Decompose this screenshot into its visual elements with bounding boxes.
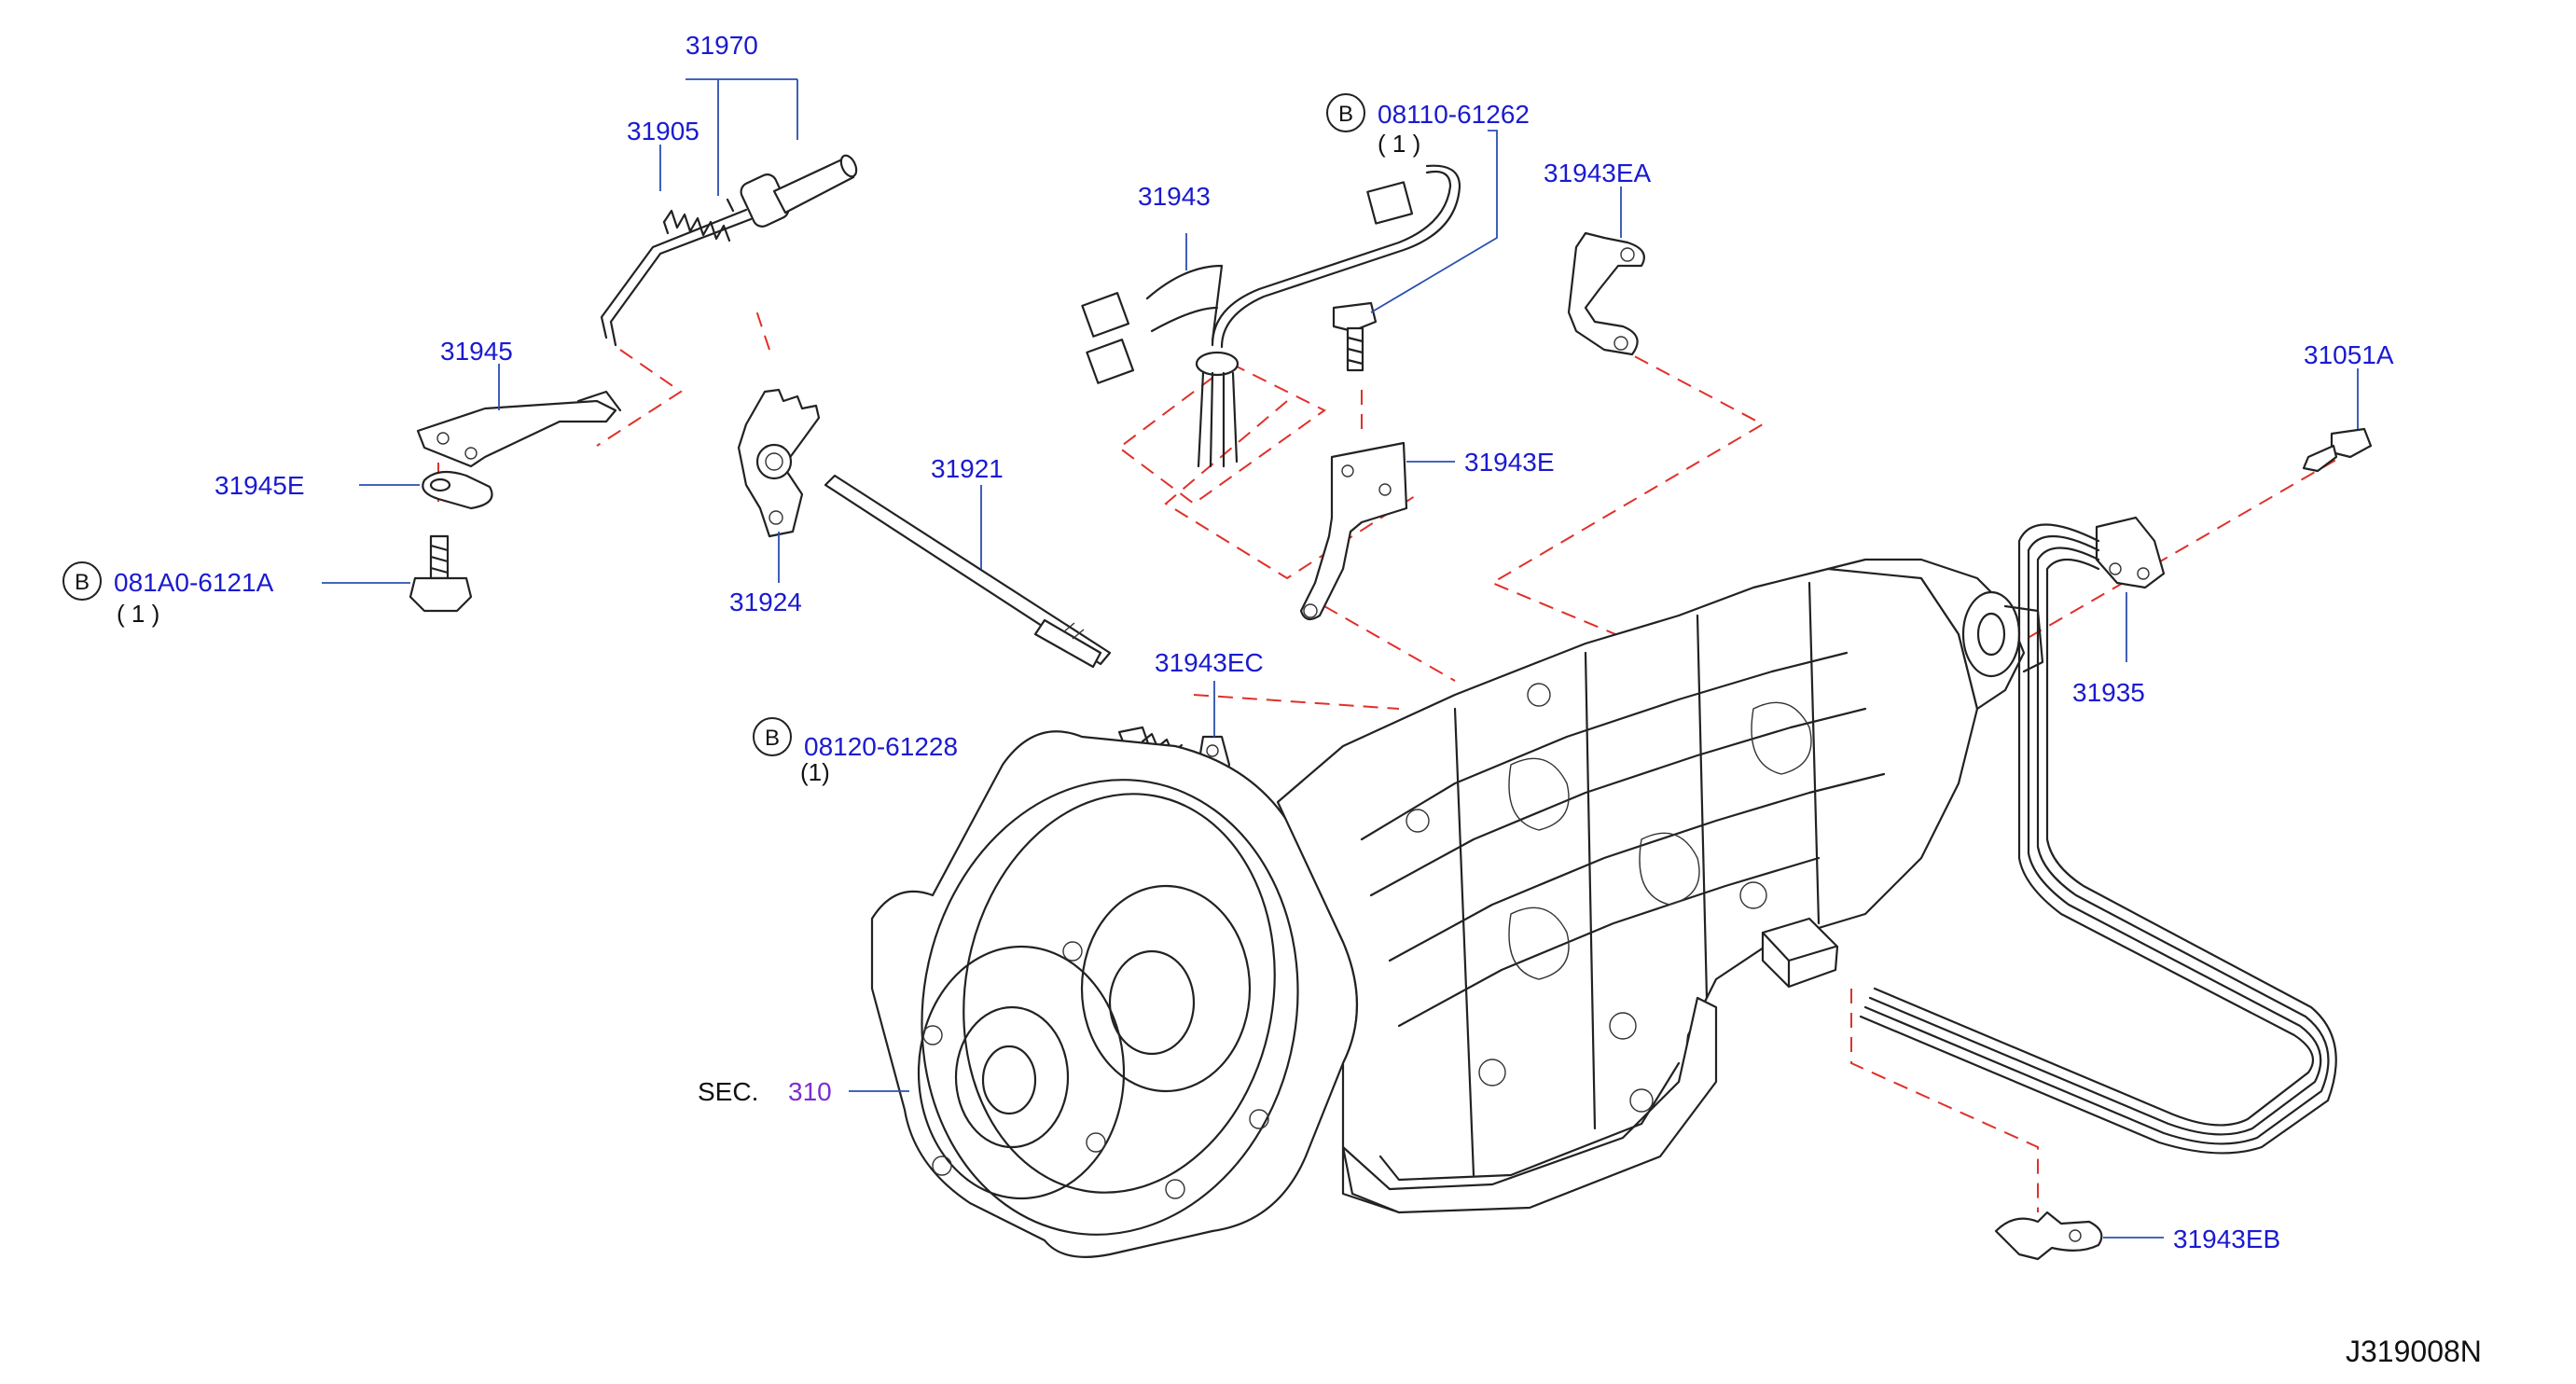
label-08110-qty: ( 1 ): [1378, 130, 1420, 158]
bolt-marker-08120: [753, 717, 792, 756]
label-31943EA: 31943EA: [1544, 159, 1652, 187]
part-31924-detent-plate: [737, 388, 821, 538]
part-31921-shaft: [824, 474, 1112, 669]
label-081A0-qty: ( 1 ): [117, 600, 159, 628]
label-08120-qty: (1): [800, 758, 830, 786]
label-08120: 08120-61228: [804, 732, 958, 761]
part-081A0-bolt: [409, 534, 473, 613]
part-08110-bolt: [1332, 301, 1378, 372]
bolt-marker-08110: [1326, 93, 1365, 132]
label-31924: 31924: [729, 588, 802, 616]
leader-08110: [1370, 130, 1498, 313]
part-31943-harness: [1081, 164, 1461, 468]
part-31945-bracket: [416, 390, 622, 468]
bolt-marker-08120-text: B: [765, 726, 780, 751]
part-31943E-bracket: [1299, 441, 1408, 621]
label-31943: 31943: [1138, 182, 1211, 211]
label-31905: 31905: [627, 117, 699, 145]
part-31943EB-clip: [1994, 1211, 2103, 1261]
label-31945E: 31945E: [215, 471, 305, 500]
label-sec-prefix: SEC.: [698, 1077, 758, 1106]
part-31935-sensor: [1761, 516, 2337, 1155]
part-31905-spring: [662, 198, 735, 242]
label-31921: 31921: [931, 454, 1004, 483]
label-081A0: 081A0-6121A: [114, 568, 274, 597]
transmission-assembly: [870, 558, 2044, 1258]
label-31943E: 31943E: [1464, 448, 1555, 477]
label-31945: 31945: [440, 337, 513, 366]
part-31943EA-bracket: [1567, 231, 1645, 356]
bolt-marker-081A0-text: B: [75, 570, 90, 595]
part-31970-rod: [600, 154, 858, 347]
label-31943EC: 31943EC: [1155, 648, 1264, 677]
label-31970: 31970: [686, 31, 758, 60]
label-sec-number: 310: [788, 1077, 832, 1106]
leader-31970: [686, 78, 798, 196]
part-31051A-bolt: [2302, 427, 2373, 473]
part-31945E-washer: [422, 470, 493, 510]
label-31943EB: 31943EB: [2173, 1225, 2280, 1253]
label-31051A: 31051A: [2304, 340, 2394, 369]
label-08110: 08110-61262: [1378, 100, 1530, 129]
label-31935: 31935: [2072, 678, 2145, 707]
bolt-marker-081A0: [62, 561, 102, 601]
diagram-code: J319008N: [2346, 1335, 2482, 1368]
bolt-marker-08110-text: B: [1338, 102, 1353, 127]
